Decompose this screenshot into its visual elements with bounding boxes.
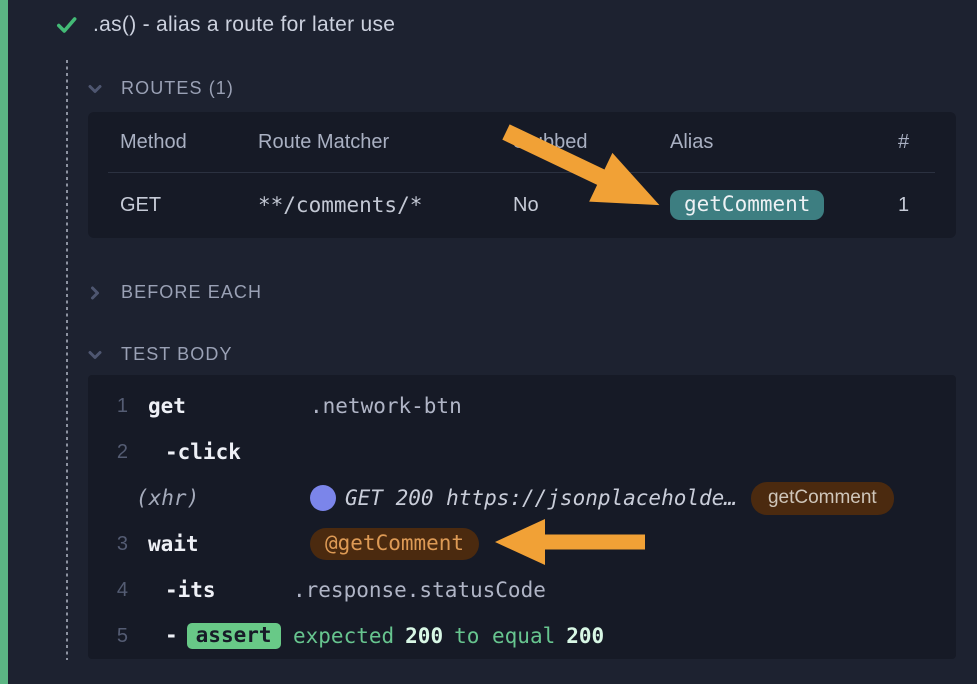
checkmark-icon (56, 17, 77, 33)
route-method: GET (120, 193, 162, 216)
test-title: .as() - alias a route for later use (93, 13, 396, 36)
before-each-section-label: BEFORE EACH (121, 282, 263, 302)
assert-badge: assert (186, 623, 281, 649)
route-table-row: GET **/comments/* No getComment 1 (88, 173, 956, 237)
command-message: .response.statusCode (293, 578, 546, 602)
command-name: -assert (148, 623, 293, 649)
command-name: wait (148, 532, 199, 556)
column-header-count: # (898, 130, 910, 153)
command-message: GET 200 https://jsonplaceholde… getComme… (310, 481, 894, 515)
assertion-word: expected (293, 624, 395, 648)
command-row-xhr-event[interactable]: (xhr) GET 200 https://jsonplaceholde… ge… (88, 475, 956, 521)
assertion-message: expected 200 to equal 200 (293, 624, 615, 648)
column-header-stubbed: Stubbed (513, 130, 588, 153)
indent-guide-line (66, 60, 68, 660)
command-row-its[interactable]: 4 -its .response.statusCode (88, 567, 956, 613)
assertion-expected-value: 200 (566, 624, 605, 648)
before-each-section-toggle[interactable]: BEFORE EACH (86, 282, 262, 303)
routes-table: Method Route Matcher Stubbed Alias # GET… (88, 112, 956, 238)
route-count: 1 (898, 193, 910, 216)
event-name: (xhr) (136, 486, 200, 510)
assertion-actual-value: 200 (405, 624, 444, 648)
chevron-right-icon (91, 286, 99, 299)
test-title-row[interactable]: .as() - alias a route for later use (56, 13, 395, 37)
command-number: 1 (116, 394, 128, 417)
column-header-method: Method (120, 130, 187, 153)
route-alias-badge: getComment (670, 190, 825, 220)
test-body-section-label: TEST BODY (121, 344, 233, 364)
routes-section-toggle[interactable]: ROUTES (1) (86, 78, 234, 99)
column-header-alias: Alias (670, 130, 714, 153)
command-log: 1 get .network-btn 2 -click (xhr) GET 20… (88, 375, 956, 659)
assertion-word: to equal (454, 624, 556, 648)
route-matcher: **/comments/* (258, 193, 423, 217)
command-row-get[interactable]: 1 get .network-btn (88, 383, 956, 429)
chevron-down-icon (88, 84, 102, 93)
command-number: 2 (116, 440, 128, 463)
assert-dash: - (165, 623, 178, 647)
xhr-alias-badge: getComment (750, 481, 894, 515)
command-name: get (148, 394, 186, 418)
test-pass-status-strip (0, 0, 8, 684)
command-message: @getComment (310, 528, 480, 560)
chevron-down-icon (88, 350, 102, 359)
command-number: 4 (116, 578, 128, 601)
command-row-assert[interactable]: 5 -assert expected 200 to equal 200 (88, 613, 956, 659)
command-name: -click (165, 440, 241, 464)
routes-table-header-row: Method Route Matcher Stubbed Alias # (88, 112, 956, 172)
command-number: 3 (116, 532, 128, 555)
xhr-request-dot-icon (310, 485, 336, 511)
command-name: -its (165, 578, 216, 602)
command-message: .network-btn (310, 394, 462, 418)
routes-section-label: ROUTES (1) (121, 78, 235, 98)
command-number: 5 (116, 624, 128, 647)
column-header-route-matcher: Route Matcher (258, 130, 390, 153)
command-row-click[interactable]: 2 -click (88, 429, 956, 475)
command-row-wait[interactable]: 3 wait @getComment (88, 521, 956, 567)
xhr-request-text: GET 200 https://jsonplaceholde… (345, 486, 737, 510)
wait-alias-reference-badge: @getComment (310, 528, 480, 560)
route-stubbed: No (513, 193, 539, 216)
test-body-section-toggle[interactable]: TEST BODY (86, 344, 233, 365)
